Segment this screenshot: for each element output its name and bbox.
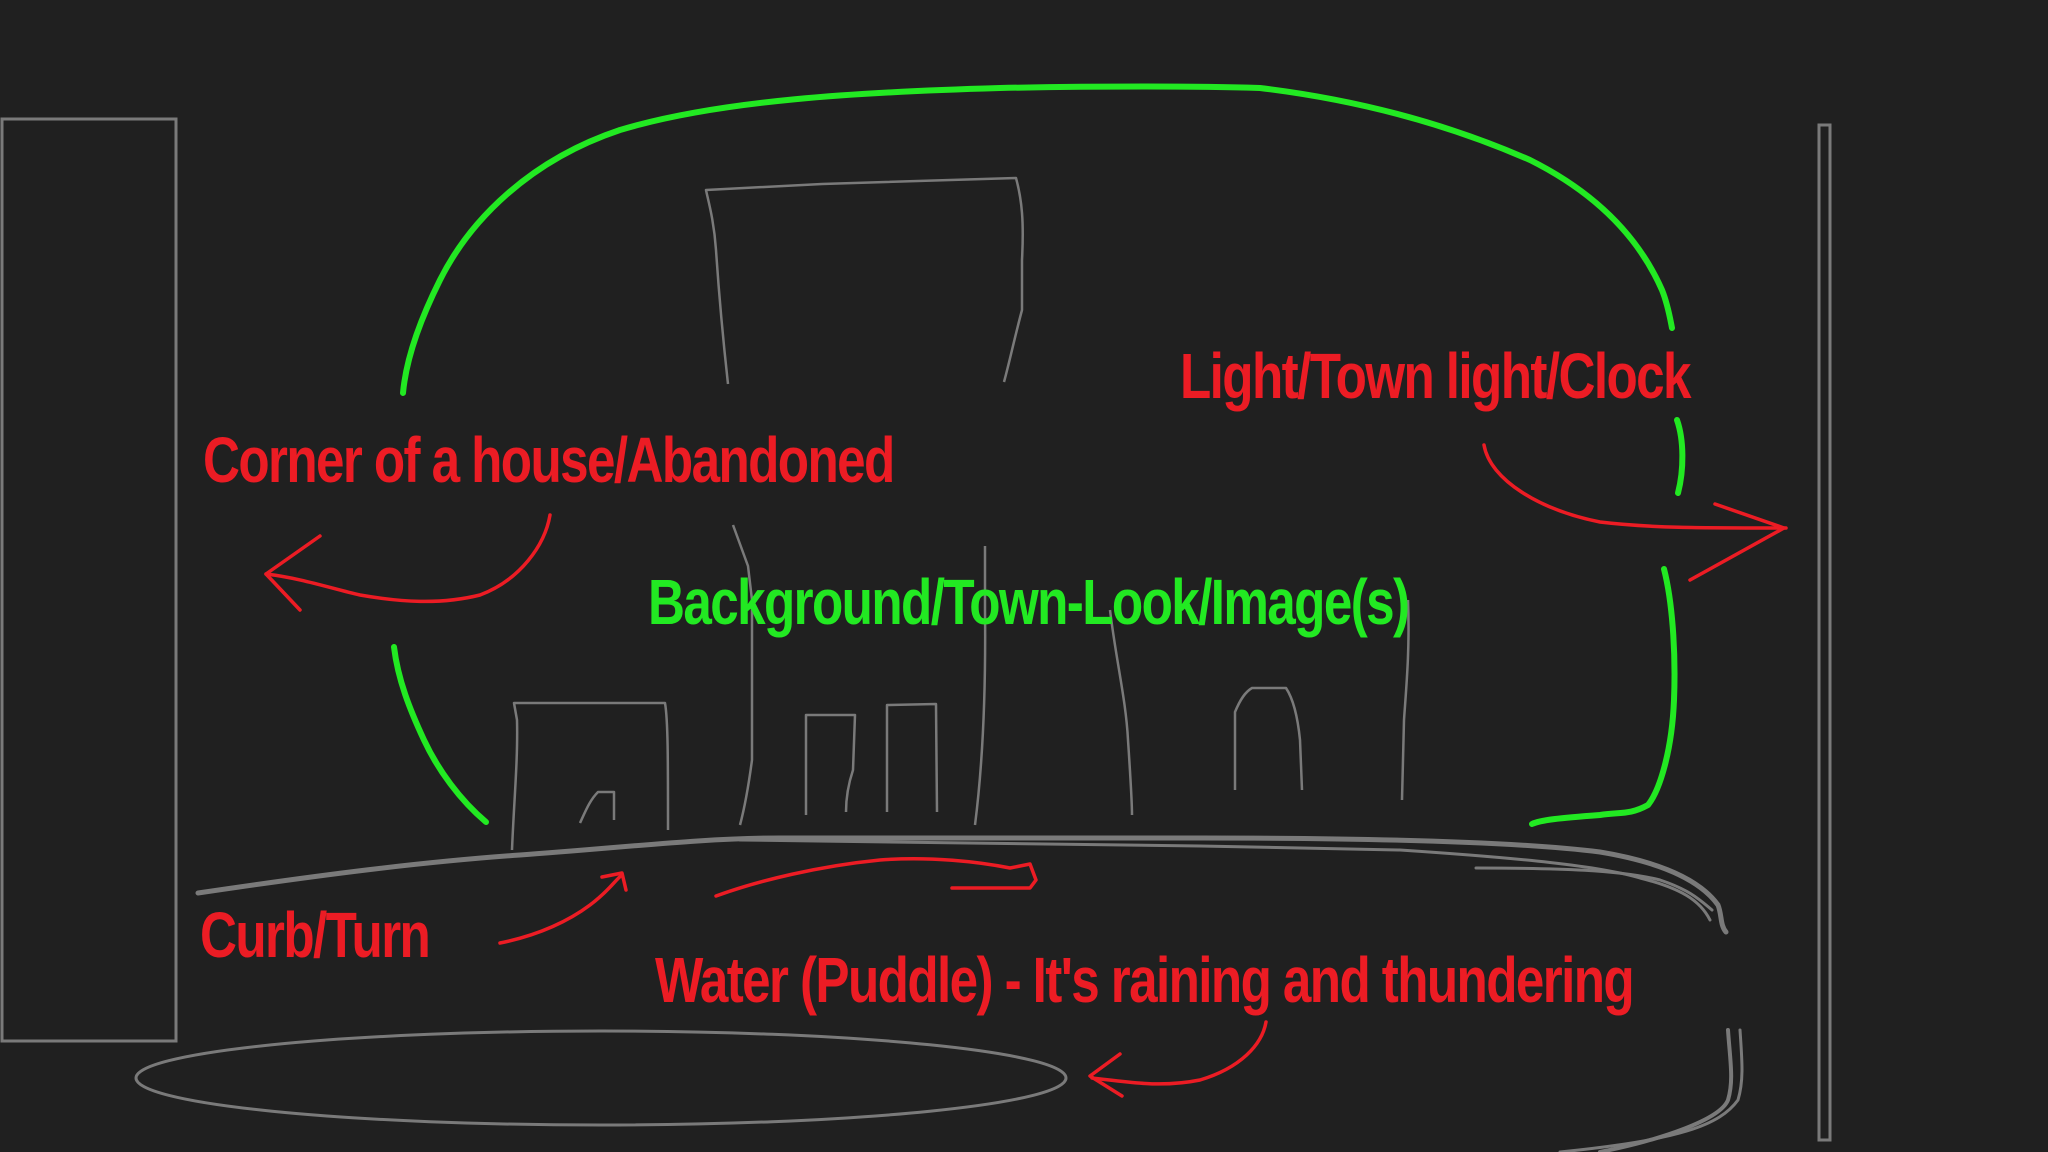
curb-arrow-head xyxy=(600,871,628,892)
annotation-arrows xyxy=(264,443,1788,1098)
bubble-right-mid xyxy=(1674,417,1686,496)
light-arrow xyxy=(1482,443,1788,530)
curb-outline xyxy=(195,835,1744,1152)
corner-arrow xyxy=(264,513,552,604)
house-mid-a xyxy=(804,713,857,815)
bubble-right-lower xyxy=(1529,566,1678,827)
background-label: Background/Town-Look/Image(s) xyxy=(648,566,1410,638)
curb-arrow xyxy=(498,873,624,945)
light-arrow-head xyxy=(1688,502,1786,582)
corner-arrow-head xyxy=(264,534,322,612)
house-corner-outline xyxy=(0,117,178,1043)
lamp-post-outline xyxy=(1817,123,1832,1142)
bubble-left-lower xyxy=(391,644,489,825)
house-left-door xyxy=(578,790,616,824)
curb-label: Curb/Turn xyxy=(200,899,431,971)
light-label: Light/Town light/Clock xyxy=(1180,340,1692,412)
house-right-b xyxy=(1400,599,1410,801)
puddle-marker xyxy=(714,856,1038,898)
tower-left-wall xyxy=(731,524,754,826)
tower-right-wall xyxy=(973,546,987,826)
bubble-top-arc xyxy=(400,83,1675,396)
water-arrow xyxy=(1090,1020,1268,1086)
house-mid-b xyxy=(885,702,939,813)
clock-tower-outline xyxy=(704,176,1024,385)
house-right-a xyxy=(1108,609,1134,816)
house-right-arch xyxy=(1233,686,1304,791)
water-label: Water (Puddle) - It's raining and thunde… xyxy=(655,944,1635,1016)
house-left xyxy=(510,701,670,851)
background-bubble xyxy=(391,83,1686,827)
water-arrow-head xyxy=(1088,1052,1124,1098)
town-buildings xyxy=(510,176,1410,851)
puddle-outline xyxy=(134,1029,1068,1127)
corner-label: Corner of a house/Abandoned xyxy=(203,424,895,496)
